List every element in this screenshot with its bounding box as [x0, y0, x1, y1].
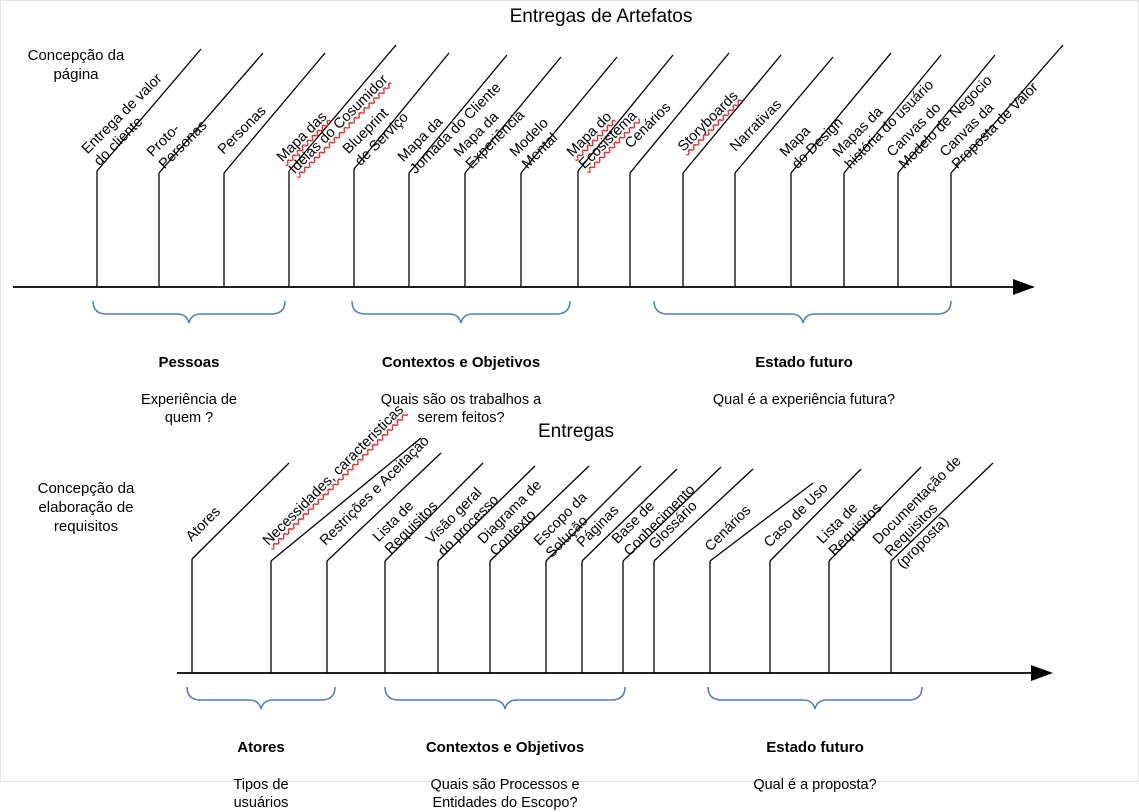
- requisitos-group-1: Contextos e Objetivos Quais são Processo…: [385, 721, 625, 812]
- requisitos-group-2: Estado futuro Qual é a proposta?: [695, 721, 935, 794]
- artefatos-lines: [13, 44, 1064, 324]
- axis-caption-requisitos: Concepção da elaboração de requisitos: [37, 480, 135, 535]
- requisitos-lines: [177, 437, 1053, 710]
- artefatos-group-0: Pessoas Experiência de quem ?: [89, 336, 289, 427]
- artefatos-group-0-subtitle: Experiência de quem ?: [141, 392, 237, 426]
- requisitos-braces: [186, 686, 923, 710]
- artefatos-axis: [13, 279, 1035, 295]
- requisitos-group-0-title: Atores: [237, 739, 285, 756]
- requisitos-group-2-subtitle: Qual é a proposta?: [753, 777, 877, 793]
- requisitos-axis: [177, 665, 1053, 681]
- artefatos-group-1: Contextos e Objetivos Quais são os traba…: [341, 336, 581, 427]
- requisitos-group-1-title: Contextos e Objetivos: [425, 739, 585, 756]
- artefatos-group-1-subtitle: Quais são os trabalhos a serem feitos?: [380, 392, 542, 426]
- artefatos-group-2-title: Estado futuro: [755, 354, 853, 371]
- artefatos-group-2: Estado futuro Qual é a experiência futur…: [669, 336, 939, 409]
- axis-caption-artefatos: Concepção da página: [27, 47, 125, 83]
- requisitos-group-0: Atores Tipos de usuários: [161, 721, 361, 812]
- artefatos-group-2-subtitle: Qual é a experiência futura?: [712, 392, 896, 408]
- artefatos-group-1-title: Contextos e Objetivos: [381, 354, 541, 371]
- requisitos-group-1-subtitle: Quais são Processos e Entidades do Escop…: [430, 777, 580, 811]
- chart-title-artefatos: Entregas de Artefatos: [509, 6, 693, 27]
- chart-title-requisitos: Entregas: [537, 421, 615, 442]
- requisitos-group-0-subtitle: Tipos de usuários: [233, 777, 289, 811]
- requisitos-group-2-title: Estado futuro: [766, 739, 864, 756]
- artefatos-braces: [92, 300, 952, 324]
- artefatos-group-0-title: Pessoas: [158, 354, 220, 371]
